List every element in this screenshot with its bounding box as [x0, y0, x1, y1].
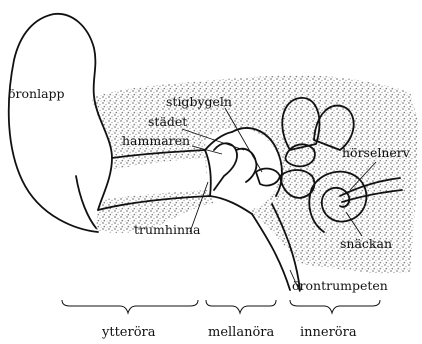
label-snackan: snäckan [340, 236, 392, 251]
label-trumhinna: trumhinna [134, 222, 201, 237]
section-ytteroera: ytteröra [101, 325, 156, 340]
section-mellanoera: mellanöra [208, 325, 275, 340]
brace-inneroera [290, 300, 380, 313]
brace-ytteroera [62, 300, 198, 313]
label-oronlapp: öronlapp [8, 86, 65, 101]
brace-mellanoera [206, 300, 276, 313]
label-orontrumpeten: örontrumpeten [292, 278, 388, 293]
auricle [9, 14, 112, 232]
label-stadet: städet [148, 114, 187, 129]
label-horselnerv: hörselnerv [342, 145, 411, 160]
section-inneroera: inneröra [300, 325, 357, 340]
label-hammaren: hammaren [122, 133, 190, 148]
auricle-inner-fold [76, 176, 96, 228]
label-stigbygeln: stigbygeln [166, 94, 232, 109]
